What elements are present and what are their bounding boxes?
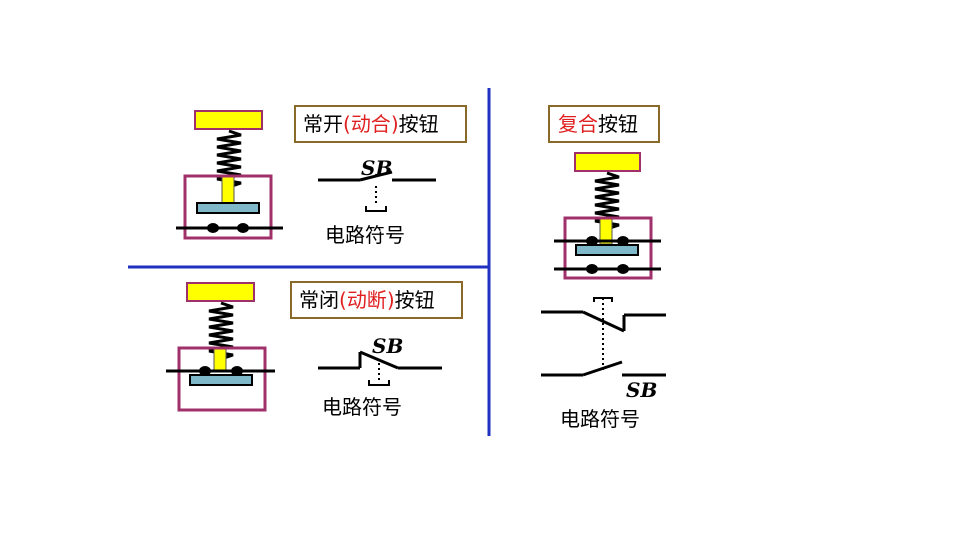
normally-closed-title-paren-close: ): [387, 288, 395, 312]
normally-closed-button-illustration: [166, 282, 275, 412]
compound-title-red: 复合: [558, 112, 598, 136]
svg-text:常闭(动断)按钮: 常闭(动断)按钮: [299, 288, 435, 312]
normally-closed-title-prefix: 常闭: [299, 288, 339, 312]
compound-symbol-label: SB: [626, 378, 657, 402]
normally-open-title-box: 常开(动合)按钮: [294, 105, 467, 143]
normally-closed-title-box: 常闭(动断)按钮: [290, 281, 463, 319]
svg-text:常开(动合)按钮: 常开(动合)按钮: [303, 112, 439, 136]
normally-closed-symbol: SB: [318, 334, 442, 386]
compound-symbol: SB: [541, 297, 666, 402]
compound-title-box: 复合按钮: [548, 105, 660, 143]
normally-open-title-suffix: 按钮: [399, 112, 439, 136]
normally-open-button-illustration: [176, 110, 283, 240]
normally-open-caption: 电路符号: [325, 223, 405, 247]
normally-closed-title-suffix: 按钮: [395, 288, 435, 312]
compound-button-illustration: [554, 152, 661, 280]
normally-closed-caption: 电路符号: [322, 395, 402, 419]
normally-open-title-prefix: 常开: [303, 112, 343, 136]
compound-caption: 电路符号: [560, 407, 640, 431]
normally-open-symbol-label: SB: [361, 156, 392, 180]
normally-closed-title-red: 动断: [347, 288, 387, 312]
normally-open-symbol: SB: [318, 156, 436, 212]
normally-open-title-paren-open: (: [343, 112, 351, 136]
normally-closed-title-paren-open: (: [339, 288, 347, 312]
normally-open-title-paren-close: ): [391, 112, 399, 136]
normally-closed-symbol-label: SB: [372, 334, 403, 358]
normally-open-title-red: 动合: [351, 112, 391, 136]
compound-title-suffix: 按钮: [598, 112, 638, 136]
svg-text:复合按钮: 复合按钮: [558, 112, 638, 136]
